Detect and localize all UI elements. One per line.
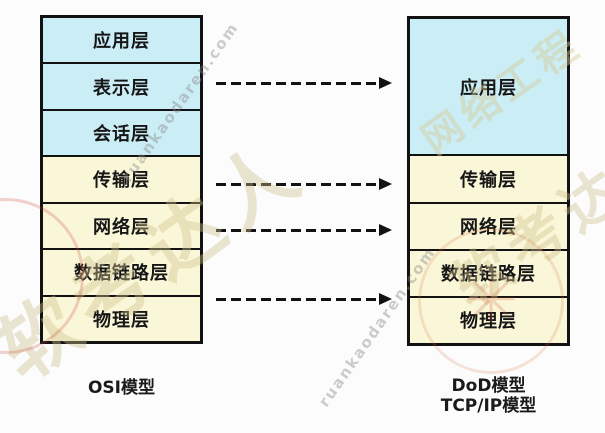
arrow-dash	[216, 229, 378, 232]
layer-label: 会话层	[93, 124, 150, 146]
layer-label: 数据链路层	[441, 264, 536, 286]
dod-layer-application: 应用层	[410, 19, 567, 155]
osi-layer-application: 应用层	[43, 18, 200, 63]
osi-layer-network: 网络层	[43, 201, 200, 249]
layer-label: 物理层	[460, 311, 517, 333]
arrow-dash	[216, 183, 378, 186]
mapping-arrow-icon	[216, 293, 392, 305]
dod-caption-line1: DoD模型	[451, 376, 526, 396]
dod-caption-line2: TCP/IP模型	[440, 396, 537, 416]
dod-layer-datalink: 数据链路层	[410, 248, 567, 296]
arrowhead-icon	[379, 293, 392, 305]
dod-layer-transport: 传输层	[410, 154, 567, 202]
osi-caption: OSI模型	[87, 378, 156, 398]
osi-layer-transport: 传输层	[43, 155, 200, 202]
dod-caption: DoD模型 TCP/IP模型	[407, 376, 570, 416]
arrow-dash	[216, 82, 378, 85]
osi-layer-stack: 应用层 表示层 会话层 传输层 网络层 数据链路层 物理层	[40, 15, 203, 344]
mapping-arrow-icon	[216, 224, 392, 236]
layer-label: 网络层	[93, 216, 150, 238]
dod-layer-stack: 应用层 传输层 网络层 数据链路层 物理层	[407, 16, 570, 346]
osi-layer-presentation: 表示层	[43, 62, 200, 109]
arrow-dash	[216, 298, 378, 301]
osi-layer-datalink: 数据链路层	[43, 248, 200, 295]
dod-layer-physical: 物理层	[410, 295, 567, 343]
arrowhead-icon	[379, 224, 392, 236]
layer-label: 数据链路层	[74, 263, 169, 285]
layer-label: 传输层	[460, 169, 517, 191]
arrowhead-icon	[379, 77, 392, 89]
layer-label: 表示层	[93, 77, 150, 99]
dod-layer-network: 网络层	[410, 201, 567, 249]
mapping-arrow-icon	[216, 178, 392, 190]
mapping-arrow-icon	[216, 77, 392, 89]
osi-layer-session: 会话层	[43, 108, 200, 156]
layer-label: 网络层	[460, 217, 517, 239]
layer-label: 物理层	[93, 309, 150, 331]
arrowhead-icon	[379, 178, 392, 190]
layer-label: 应用层	[460, 77, 517, 99]
layer-label: 应用层	[93, 31, 150, 53]
layer-label: 传输层	[93, 170, 150, 192]
osi-layer-physical: 物理层	[43, 294, 200, 341]
